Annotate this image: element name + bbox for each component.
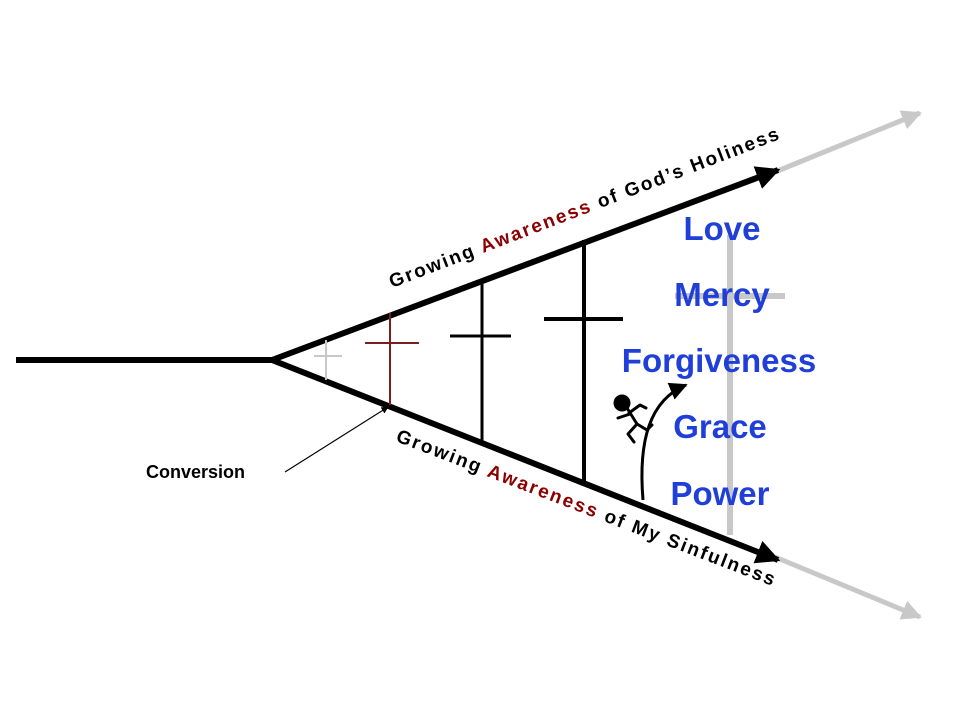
attribute-forgiveness: Forgiveness <box>622 342 816 379</box>
cross-icon <box>314 340 342 380</box>
attribute-love: Love <box>683 210 760 247</box>
faded-upper-arrow <box>774 110 922 175</box>
cross-icon <box>365 313 419 405</box>
arrow-icon <box>640 382 688 501</box>
attribute-mercy: Mercy <box>674 276 770 313</box>
running-person-icon <box>613 394 654 444</box>
cross-icon <box>544 240 623 485</box>
conversion-arrow <box>284 406 389 473</box>
attribute-grace: Grace <box>673 408 767 445</box>
lower-line <box>270 357 781 564</box>
cross-icon <box>450 280 511 443</box>
conversion-label: Conversion <box>146 462 245 482</box>
upper-line <box>270 166 781 363</box>
faded-lower-arrow <box>774 554 922 620</box>
attribute-power: Power <box>670 475 769 512</box>
